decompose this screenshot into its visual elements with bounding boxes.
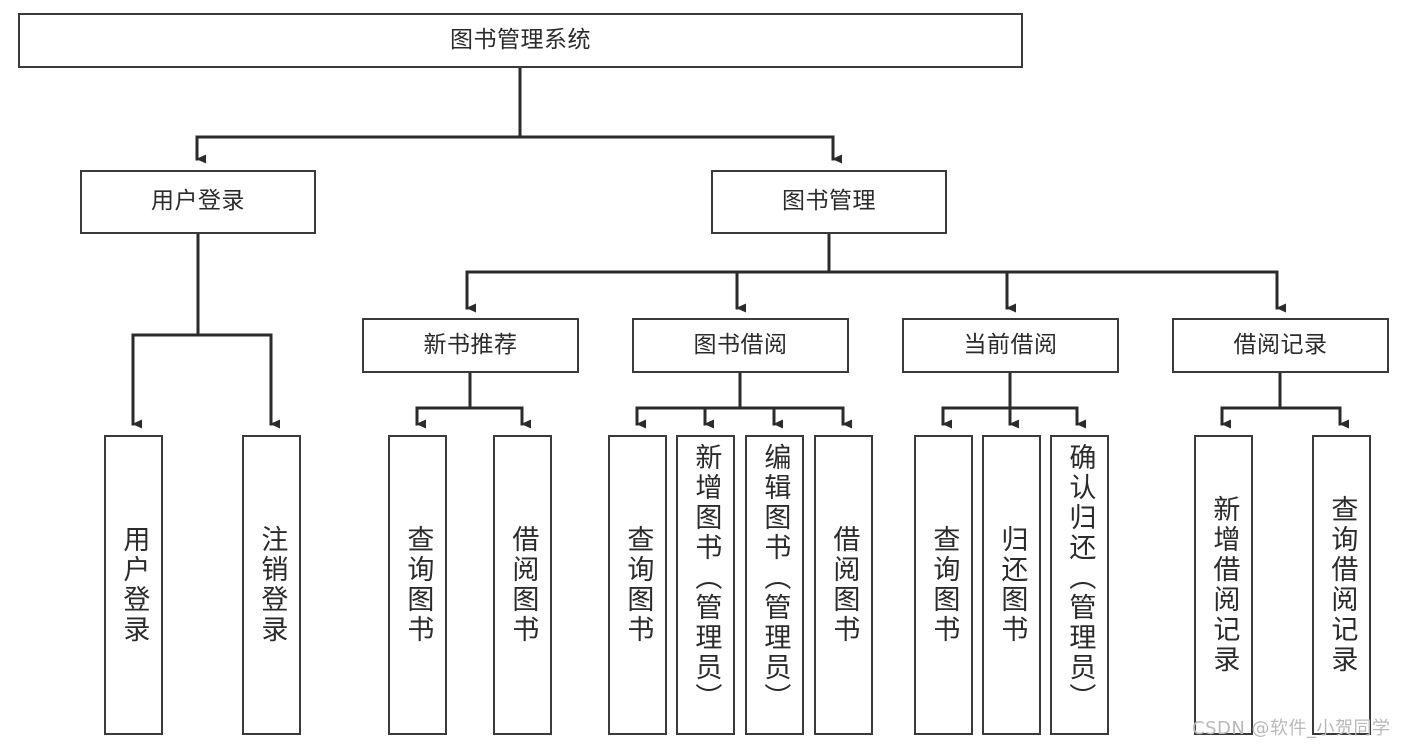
node-leaf-borrow-borrow-book[interactable]: 借阅图书 bbox=[814, 435, 873, 735]
node-label: 借阅图书 bbox=[828, 525, 860, 645]
node-leaf-borrow-edit-book[interactable]: 编辑图书（管理员） bbox=[745, 435, 804, 735]
node-new-book-recommend[interactable]: 新书推荐 bbox=[362, 318, 579, 373]
node-label: 编辑图书（管理员） bbox=[759, 443, 791, 713]
node-leaf-borrow-add-book[interactable]: 新增图书（管理员） bbox=[676, 435, 735, 735]
node-label: 图书管理系统 bbox=[450, 26, 591, 53]
node-label: 用户登录 bbox=[151, 188, 245, 215]
node-label: 确认归还（管理员） bbox=[1064, 443, 1096, 713]
node-leaf-record-query[interactable]: 查询借阅记录 bbox=[1312, 435, 1371, 735]
node-leaf-record-add[interactable]: 新增借阅记录 bbox=[1194, 435, 1253, 735]
node-leaf-current-confirm-return[interactable]: 确认归还（管理员） bbox=[1050, 435, 1109, 735]
node-label: 图书管理 bbox=[782, 188, 876, 215]
node-label: 借阅记录 bbox=[1233, 331, 1328, 358]
node-borrow-record[interactable]: 借阅记录 bbox=[1172, 318, 1389, 373]
csdn-watermark: CSDN @软件_小贺同学 bbox=[1192, 718, 1391, 739]
node-book-management[interactable]: 图书管理 bbox=[711, 170, 947, 234]
node-current-borrow[interactable]: 当前借阅 bbox=[902, 318, 1119, 373]
node-label: 查询图书 bbox=[622, 525, 654, 645]
node-label: 新增借阅记录 bbox=[1208, 495, 1240, 675]
node-label: 新增图书（管理员） bbox=[690, 443, 722, 713]
node-label: 查询图书 bbox=[402, 525, 434, 645]
node-leaf-borrow-query[interactable]: 查询图书 bbox=[608, 435, 667, 735]
node-label: 归还图书 bbox=[996, 525, 1028, 645]
node-leaf-user-login-login[interactable]: 用户登录 bbox=[104, 435, 163, 735]
node-label: 当前借阅 bbox=[963, 331, 1058, 358]
node-label: 新书推荐 bbox=[423, 331, 518, 358]
node-leaf-newbook-query[interactable]: 查询图书 bbox=[388, 435, 447, 735]
node-label: 查询图书 bbox=[928, 525, 960, 645]
node-leaf-current-query[interactable]: 查询图书 bbox=[914, 435, 973, 735]
node-label: 注销登录 bbox=[256, 525, 288, 645]
node-root-system[interactable]: 图书管理系统 bbox=[18, 13, 1023, 68]
node-leaf-newbook-borrow[interactable]: 借阅图书 bbox=[493, 435, 552, 735]
node-leaf-current-return[interactable]: 归还图书 bbox=[982, 435, 1041, 735]
node-label: 用户登录 bbox=[118, 525, 150, 645]
node-label: 借阅图书 bbox=[507, 525, 539, 645]
node-leaf-user-login-logout[interactable]: 注销登录 bbox=[242, 435, 301, 735]
node-label: 查询借阅记录 bbox=[1326, 495, 1358, 675]
node-user-login[interactable]: 用户登录 bbox=[80, 170, 316, 234]
node-label: 图书借阅 bbox=[693, 331, 788, 358]
node-book-borrow[interactable]: 图书借阅 bbox=[632, 318, 849, 373]
